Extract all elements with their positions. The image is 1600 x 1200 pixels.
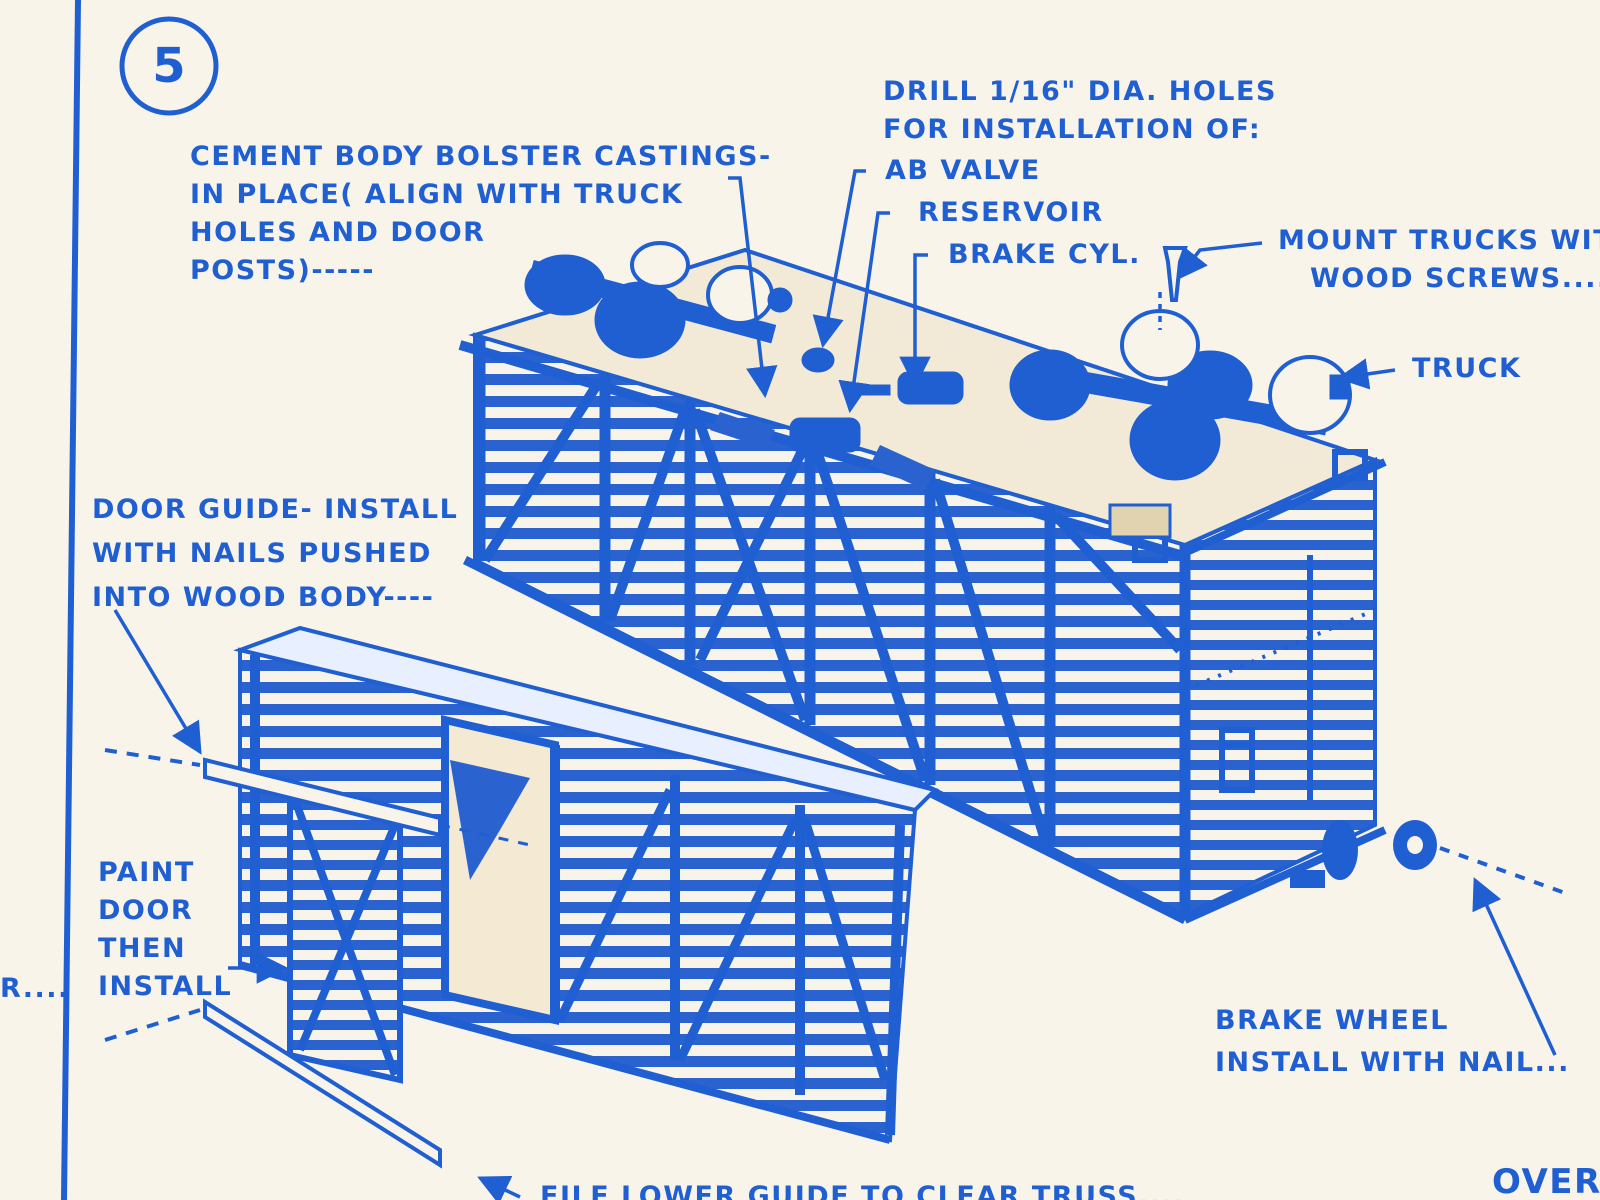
brake-wheel-instruction: BRAKE WHEEL INSTALL WITH NAIL...	[1215, 1000, 1570, 1084]
paint-door-instruction: PAINT DOOR THEN INSTALL	[98, 854, 232, 1006]
step-circle	[119, 16, 219, 116]
cement-line: HOLES AND DOOR	[190, 217, 486, 248]
brake-wheel-line: INSTALL WITH NAIL...	[1215, 1047, 1570, 1078]
step-number: 5	[152, 38, 186, 94]
door-guide	[104, 748, 531, 1169]
mount-line: WOOD SCREWS....	[1310, 263, 1600, 294]
door-guide-line: DOOR GUIDE- INSTALL	[92, 494, 459, 525]
left-edge-fragment: R....	[0, 973, 70, 1004]
truck-label: TRUCK	[1412, 353, 1522, 384]
truck-left	[524, 241, 793, 359]
cement-bolster-instruction: CEMENT BODY BOLSTER CASTINGS- IN PLACE( …	[190, 138, 772, 290]
ab-valve-label: AB VALVE	[885, 155, 1041, 186]
paint-door-line: INSTALL	[98, 971, 233, 1002]
car-side-panel	[233, 625, 939, 1144]
page-border	[61, 0, 81, 1200]
cement-line: CEMENT BODY BOLSTER CASTINGS-	[190, 141, 772, 172]
truck-right	[1009, 309, 1352, 481]
over-label: OVER	[1492, 1162, 1600, 1200]
brake-cylinder-label: BRAKE CYL.	[948, 239, 1141, 270]
door-guide-instruction: DOOR GUIDE- INSTALL WITH NAILS PUSHED IN…	[92, 488, 458, 620]
paint-door-line: PAINT	[98, 857, 195, 888]
paint-door-line: THEN	[98, 933, 187, 964]
leader-lines	[113, 169, 1557, 1200]
car-door	[287, 786, 403, 1084]
drill-line: FOR INSTALLATION OF:	[883, 114, 1262, 145]
brake-wheel	[1393, 820, 1566, 895]
drill-line: DRILL 1/16" DIA. HOLES	[883, 76, 1277, 107]
brake-wheel-line: BRAKE WHEEL	[1215, 1005, 1450, 1036]
paint-door-line: DOOR	[98, 895, 194, 926]
mount-line: MOUNT TRUCKS WITH	[1278, 225, 1600, 256]
door-guide-line: INTO WOOD BODY----	[92, 582, 435, 613]
mount-trucks-instruction: MOUNT TRUCKS WITH WOOD SCREWS....	[1278, 222, 1600, 298]
file-lower-guide-instruction: FILE LOWER GUIDE TO CLEAR TRUSS....	[540, 1181, 1186, 1200]
cement-line: POSTS)-----	[190, 255, 375, 286]
door-guide-line: WITH NAILS PUSHED	[92, 538, 432, 569]
cement-line: IN PLACE( ALIGN WITH TRUCK	[190, 179, 684, 210]
reservoir-label: RESERVOIR	[918, 197, 1104, 228]
drill-instruction: DRILL 1/16" DIA. HOLES FOR INSTALLATION …	[883, 73, 1277, 149]
